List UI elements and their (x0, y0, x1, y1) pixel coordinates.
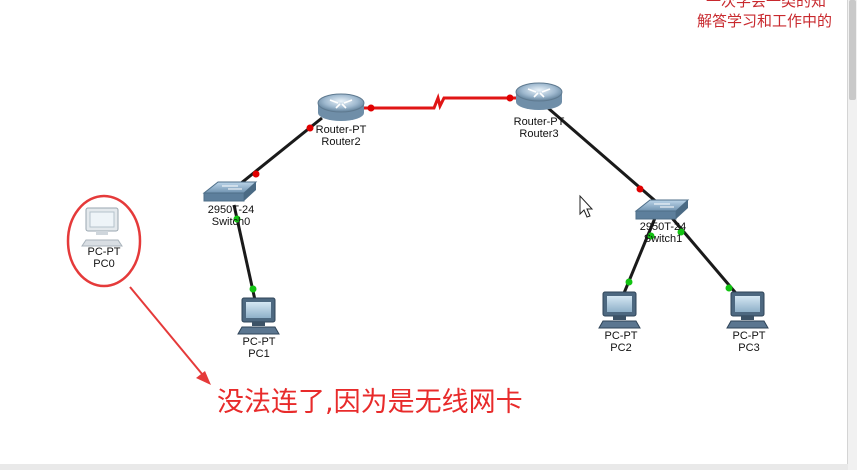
router3-model-label: Router-PT (513, 116, 565, 128)
router3-label: Router-PT Router3 (494, 116, 584, 140)
switch0-name-label: Switch0 (211, 216, 251, 228)
pc0-model-label: PC-PT (87, 246, 121, 258)
pc3-model-label: PC-PT (732, 330, 766, 342)
port-light-pc1 (249, 285, 257, 293)
router2-label: Router-PT Router2 (296, 124, 386, 148)
port-light-router2-serial (367, 104, 375, 112)
port-light-switch1-pc2 (647, 232, 655, 240)
overlay-text-line2: 解答学习和工作中的 (697, 12, 833, 30)
pc3-icon[interactable] (726, 291, 769, 329)
pc1-label: PC-PT PC1 (214, 336, 304, 360)
switch1-icon[interactable] (634, 199, 690, 220)
pc2-name-label: PC2 (610, 342, 632, 354)
switch1-label: 2950T-24 Switch1 (618, 221, 708, 245)
router2-model-label: Router-PT (315, 124, 367, 136)
port-light-pc3 (725, 284, 733, 292)
port-light-switch0-up (306, 124, 314, 132)
overlay-text-line1: 一次学会一类的知 (706, 0, 827, 10)
vertical-scrollbar[interactable] (847, 0, 857, 470)
pc0-name-label: PC0 (93, 258, 115, 270)
pc2-label: PC-PT PC2 (576, 330, 666, 354)
pc2-icon[interactable] (598, 291, 641, 329)
scrollbar-thumb[interactable] (849, 0, 856, 100)
router3-name-label: Router3 (519, 128, 559, 140)
port-light-switch1-pc3 (677, 228, 685, 236)
mouse-cursor-icon (579, 194, 594, 218)
serial-link-router2-router3[interactable] (364, 93, 520, 111)
port-light-switch0-pc1 (233, 215, 241, 223)
switch0-label: 2950T-24 Switch0 (186, 204, 276, 228)
pc1-icon[interactable] (237, 297, 280, 335)
router2-name-label: Router2 (321, 136, 361, 148)
bottom-edge-strip (0, 464, 848, 470)
pc2-model-label: PC-PT (604, 330, 638, 342)
annotation-arrow (129, 286, 211, 385)
pc0-label: PC-PT PC0 (59, 246, 149, 270)
pc1-model-label: PC-PT (242, 336, 276, 348)
port-light-router3-fa (636, 185, 644, 193)
annotation-text: 没法连了,因为是无线网卡 (217, 387, 523, 418)
pc3-label: PC-PT PC3 (704, 330, 794, 354)
switch0-model-label: 2950T-24 (207, 204, 255, 216)
router2-icon[interactable] (317, 93, 365, 121)
pc1-name-label: PC1 (248, 348, 270, 360)
pc0-icon[interactable] (81, 207, 123, 247)
pc3-name-label: PC3 (738, 342, 760, 354)
port-light-pc2 (625, 278, 633, 286)
port-light-router2-fa (252, 170, 260, 178)
switch1-name-label: Switch1 (643, 233, 683, 245)
cable-switch0-router2[interactable] (229, 116, 323, 194)
switch1-model-label: 2950T-24 (639, 221, 687, 233)
switch0-icon[interactable] (202, 181, 258, 202)
port-light-router3-serial (506, 94, 514, 102)
router3-icon[interactable] (515, 82, 563, 110)
pc0-highlight-circle (66, 194, 142, 288)
